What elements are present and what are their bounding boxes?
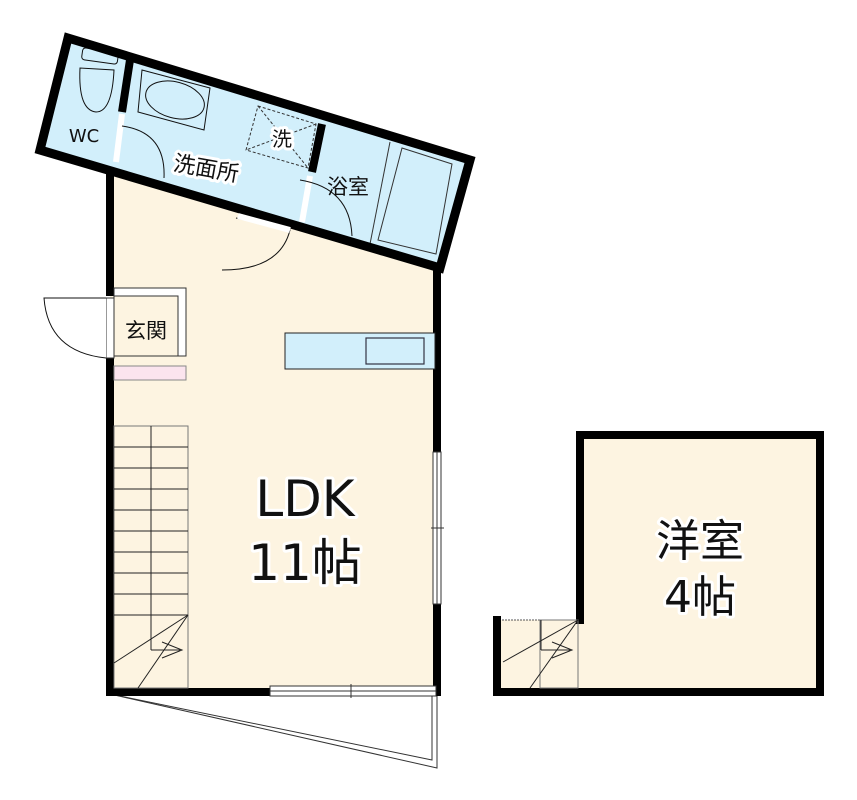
stairs-upper <box>502 619 579 689</box>
ldk-walls <box>106 170 441 696</box>
bathtub-icon <box>369 141 453 255</box>
wall-wc-door <box>113 113 125 163</box>
balcony <box>109 691 438 769</box>
label-ldk: LDK <box>255 470 355 528</box>
label-entrance: 玄関 <box>125 319 167 343</box>
label-washer: 洗 <box>272 127 292 151</box>
stairs-ldk <box>113 425 189 689</box>
label-ldk-size: 11帖 <box>248 534 362 592</box>
ldk-floor <box>110 172 440 692</box>
label-bath: 浴室 <box>327 175 369 199</box>
wall-bath <box>308 123 326 173</box>
sink-icon <box>137 69 211 131</box>
ldk-door-opening <box>237 213 291 233</box>
wall-wc <box>118 59 134 113</box>
kitchen-counter <box>284 332 436 370</box>
entrance <box>43 287 187 381</box>
label-western-room: 洋室 <box>656 516 744 567</box>
label-western-room-size: 4帖 <box>664 572 736 623</box>
wall-bath-door <box>299 175 313 223</box>
window-east <box>431 451 444 605</box>
washer-pan <box>245 105 317 169</box>
window-south <box>269 684 437 698</box>
label-wc: WC <box>69 126 99 147</box>
